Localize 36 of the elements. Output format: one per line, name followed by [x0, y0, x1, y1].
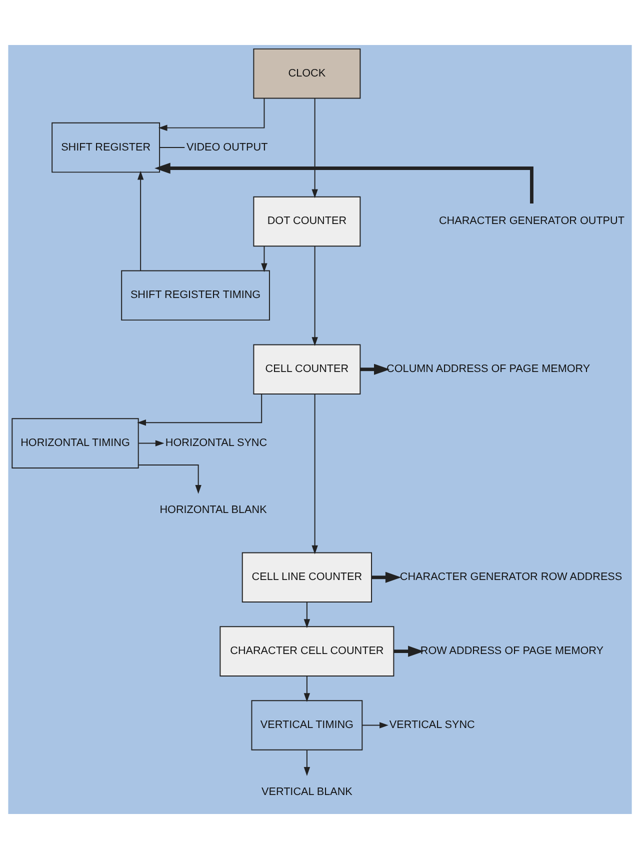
- arrow: [154, 162, 534, 203]
- node-text: VERTICAL SYNC: [389, 718, 475, 731]
- arrow: [362, 722, 388, 728]
- node-text: HORIZONTAL SYNC: [165, 436, 268, 449]
- node-text: HORIZONTAL BLANK: [160, 504, 267, 516]
- arrow: [312, 393, 318, 554]
- connector: [159, 146, 186, 148]
- arrow: [304, 675, 310, 702]
- node-text: CHARACTER GENERATOR OUTPUT: [438, 214, 624, 227]
- arrow: [261, 246, 268, 272]
- node-text: CHARACTER GENERATOR ROW ADDRESS: [400, 570, 622, 583]
- arrow: [304, 601, 310, 628]
- arrow: [138, 440, 164, 446]
- node-text: VERTICAL BLANK: [262, 786, 352, 798]
- node-box: SHIFT REGISTER: [52, 122, 160, 172]
- node-box: CELL COUNTER: [253, 344, 361, 394]
- arrow: [138, 464, 202, 494]
- node-box: SHIFT REGISTER TIMING: [121, 270, 270, 320]
- arrow: [158, 98, 265, 130]
- arrow: [360, 363, 390, 374]
- arrow: [394, 645, 424, 656]
- node-box: HORIZONTAL TIMING: [12, 418, 139, 468]
- arrow: [372, 571, 402, 582]
- node-text: ROW ADDRESS OF PAGE MEMORY: [420, 644, 604, 657]
- node-box: CELL LINE COUNTER: [242, 552, 372, 602]
- node-box: CLOCK: [253, 48, 361, 98]
- node-text: COLUMN ADDRESS OF PAGE MEMORY: [386, 362, 590, 375]
- node-text: VIDEO OUTPUT: [186, 140, 268, 153]
- arrow: [137, 170, 144, 271]
- node-box: DOT COUNTER: [253, 196, 361, 246]
- node-box: CHARACTER CELL COUNTER: [220, 626, 394, 676]
- node-box: VERTICAL TIMING: [251, 700, 363, 750]
- arrow: [312, 245, 318, 346]
- arrow: [304, 749, 310, 776]
- arrow: [312, 97, 318, 198]
- arrow: [137, 393, 262, 426]
